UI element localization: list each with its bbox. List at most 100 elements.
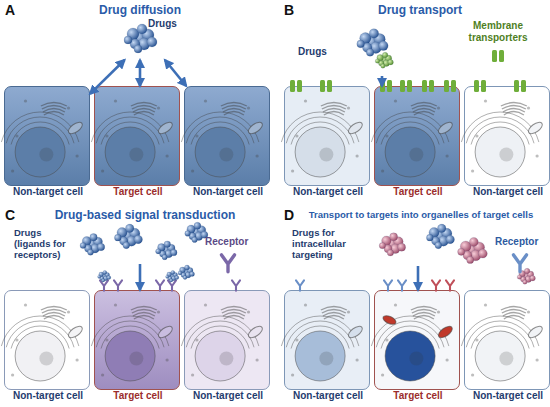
vesicle <box>437 310 440 313</box>
nucleolus <box>319 148 333 162</box>
golgi-cisterna <box>503 109 525 113</box>
golgi-cisterna <box>321 307 347 311</box>
membrane-transporter <box>444 80 456 92</box>
molecule-atom <box>474 242 485 253</box>
drug-molecule <box>98 270 111 282</box>
cell-organelles <box>371 303 454 381</box>
endoplasmic-reticulum <box>286 321 354 347</box>
membrane-transporter <box>320 80 332 92</box>
molecule-atom <box>97 243 105 251</box>
vesicle <box>394 99 397 102</box>
annotation-label: Receptor <box>205 236 248 248</box>
nucleolus <box>319 352 333 366</box>
nucleolus <box>219 148 233 162</box>
mitochondrion <box>157 120 175 136</box>
arrow-connector <box>165 60 186 86</box>
cell-box: Non-target cell <box>4 86 90 186</box>
molecule-atom <box>388 59 394 64</box>
molecule-atom <box>390 233 398 241</box>
vesicle <box>304 99 307 102</box>
molecule-atom <box>377 55 384 62</box>
molecule-atom <box>166 275 169 278</box>
vesicle <box>256 154 259 157</box>
receptor-symbol <box>232 280 240 290</box>
transporter-half <box>474 80 479 92</box>
cell-label: Non-target cell <box>0 186 97 198</box>
molecule-atom <box>103 270 107 274</box>
cell-organelles <box>181 303 264 381</box>
vesicle <box>114 99 117 102</box>
molecule-atom <box>192 237 198 243</box>
molecule-atom <box>437 224 446 233</box>
molecule-atom <box>156 249 161 254</box>
molecule-atom <box>382 236 392 246</box>
vesicle <box>166 154 169 157</box>
golgi-cisterna <box>43 313 65 317</box>
molecule-atom <box>167 272 172 277</box>
molecule-atom <box>398 243 406 251</box>
golgi-cisterna <box>221 103 247 107</box>
vesicle <box>394 303 397 306</box>
transporter-half <box>297 80 302 92</box>
membrane-transporter <box>492 50 504 62</box>
transporter-half <box>451 80 456 92</box>
cell-organelles <box>281 99 364 177</box>
drug-molecule <box>426 224 454 249</box>
molecule-atom <box>517 275 521 279</box>
receptor-symbol <box>296 280 304 290</box>
molecule-atom <box>130 228 140 238</box>
cell-label: Non-target cell <box>459 186 550 198</box>
molecule-atom <box>126 236 136 246</box>
vesicle <box>114 303 117 306</box>
receptor-symbol <box>446 280 454 290</box>
panel-letter: A <box>5 2 15 18</box>
mitochondrion <box>247 120 265 136</box>
molecule-atom <box>370 42 381 53</box>
molecule-atom <box>142 29 154 41</box>
molecule-atom <box>130 39 140 49</box>
golgi-cisterna <box>503 313 525 317</box>
molecule-atom <box>185 265 190 270</box>
cell-box: Target cell <box>374 86 460 186</box>
vesicle <box>291 373 294 376</box>
nucleolus <box>499 352 513 366</box>
drug-molecule <box>517 268 535 284</box>
molecule-atom <box>379 61 385 67</box>
endoplasmic-reticulum <box>371 112 448 142</box>
endoplasmic-reticulum <box>191 326 249 349</box>
vesicle <box>67 106 70 109</box>
transporter-half <box>387 80 392 92</box>
molecule-atom <box>171 270 175 274</box>
endoplasmic-reticulum <box>291 122 349 145</box>
molecule-atom <box>379 242 385 248</box>
endoplasmic-reticulum <box>471 122 529 145</box>
molecule-atom <box>134 45 142 53</box>
drug-molecule <box>156 241 177 260</box>
mitochondrion <box>347 324 365 340</box>
nucleus <box>105 127 155 177</box>
drug-molecule <box>124 24 157 53</box>
golgi-cisterna <box>501 103 527 107</box>
molecule-atom <box>124 36 132 44</box>
receptor-symbol <box>168 280 176 290</box>
cell-box: Non-target cell <box>184 86 270 186</box>
nucleus <box>195 331 245 381</box>
endoplasmic-reticulum <box>376 117 444 143</box>
molecule-atom <box>467 256 474 263</box>
molecule-atom <box>524 268 530 274</box>
molecule-atom <box>180 267 186 273</box>
vesicle <box>536 358 539 361</box>
molecule-atom <box>434 230 446 242</box>
drug-molecule <box>80 234 105 256</box>
molecule-atom <box>138 38 150 50</box>
mitochondrion <box>67 120 85 136</box>
molecule-atom <box>432 237 441 246</box>
molecule-atom <box>82 237 91 246</box>
molecule-atom <box>519 271 526 278</box>
membrane-transporter <box>290 80 302 92</box>
receptor-symbol <box>222 255 235 272</box>
vesicle <box>11 373 14 376</box>
transporter-half <box>407 80 412 92</box>
cell-organelles <box>1 99 84 177</box>
